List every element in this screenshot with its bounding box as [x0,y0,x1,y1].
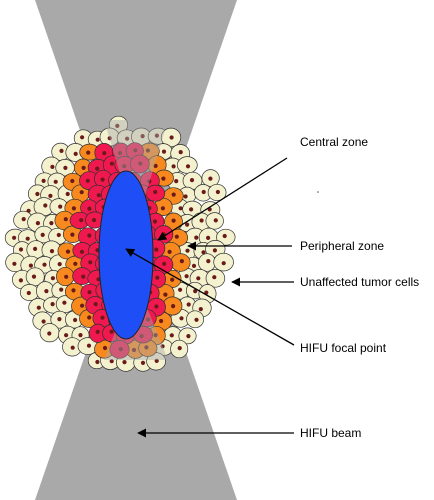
tumor-cell [178,327,197,345]
tumor-cell [170,253,191,272]
tumor-cell [205,212,224,230]
tumor-cell [147,325,166,346]
tumor-cell [129,154,150,174]
tumor-cell [56,266,75,287]
tumor-cell [94,339,115,359]
tumor-cell [73,129,93,147]
tumor-cell [111,142,130,161]
hifu-beam-top [35,0,237,200]
tumor-cell [65,143,86,162]
tumor-cell [164,212,183,231]
tumor-cell [170,339,189,359]
tumor-cell [194,184,213,202]
tumor-cell [198,253,216,272]
focal-point-label: HIFU focal point [300,341,387,355]
tumor-cell [62,337,83,357]
tumor-cell [88,323,107,343]
tumor-cell [109,340,130,359]
tumor-cell [147,155,167,175]
hifu-focal-point [98,170,154,340]
tumor-cell [48,227,68,245]
tumor-cell [57,242,77,260]
hifu-beam-label: HIFU beam [300,426,361,440]
tumor-cell [205,240,226,258]
tumor-cell [19,284,40,301]
tumor-cell [176,156,198,174]
central-zone-arrow [157,157,288,241]
tumor-cell [145,184,166,202]
tumor-cell [207,183,227,202]
tumor-cell [205,269,226,288]
tumor-cell [146,352,166,371]
tumor-cell [138,339,158,357]
peripheral-zone-label: Peripheral zone [300,239,384,253]
tumor-cell [62,225,83,243]
hifu-beam-bottom [35,300,237,500]
tumor-cell [216,228,236,246]
tumor-cell [160,127,182,148]
hifu-beam-overlay-top [104,120,168,200]
tumor-cell [39,323,60,343]
focal-point-arrow [125,248,295,346]
central-zone-label: Central zone [300,135,368,149]
stray-dot [317,191,319,193]
tumor-cell [186,310,205,329]
tumor-cell [213,252,234,272]
tumor-cell [50,310,69,329]
tumor-cell [79,143,100,161]
unaffected-cells-label: Unaffected tumor cells [300,275,419,289]
tumor-cell [49,198,69,216]
